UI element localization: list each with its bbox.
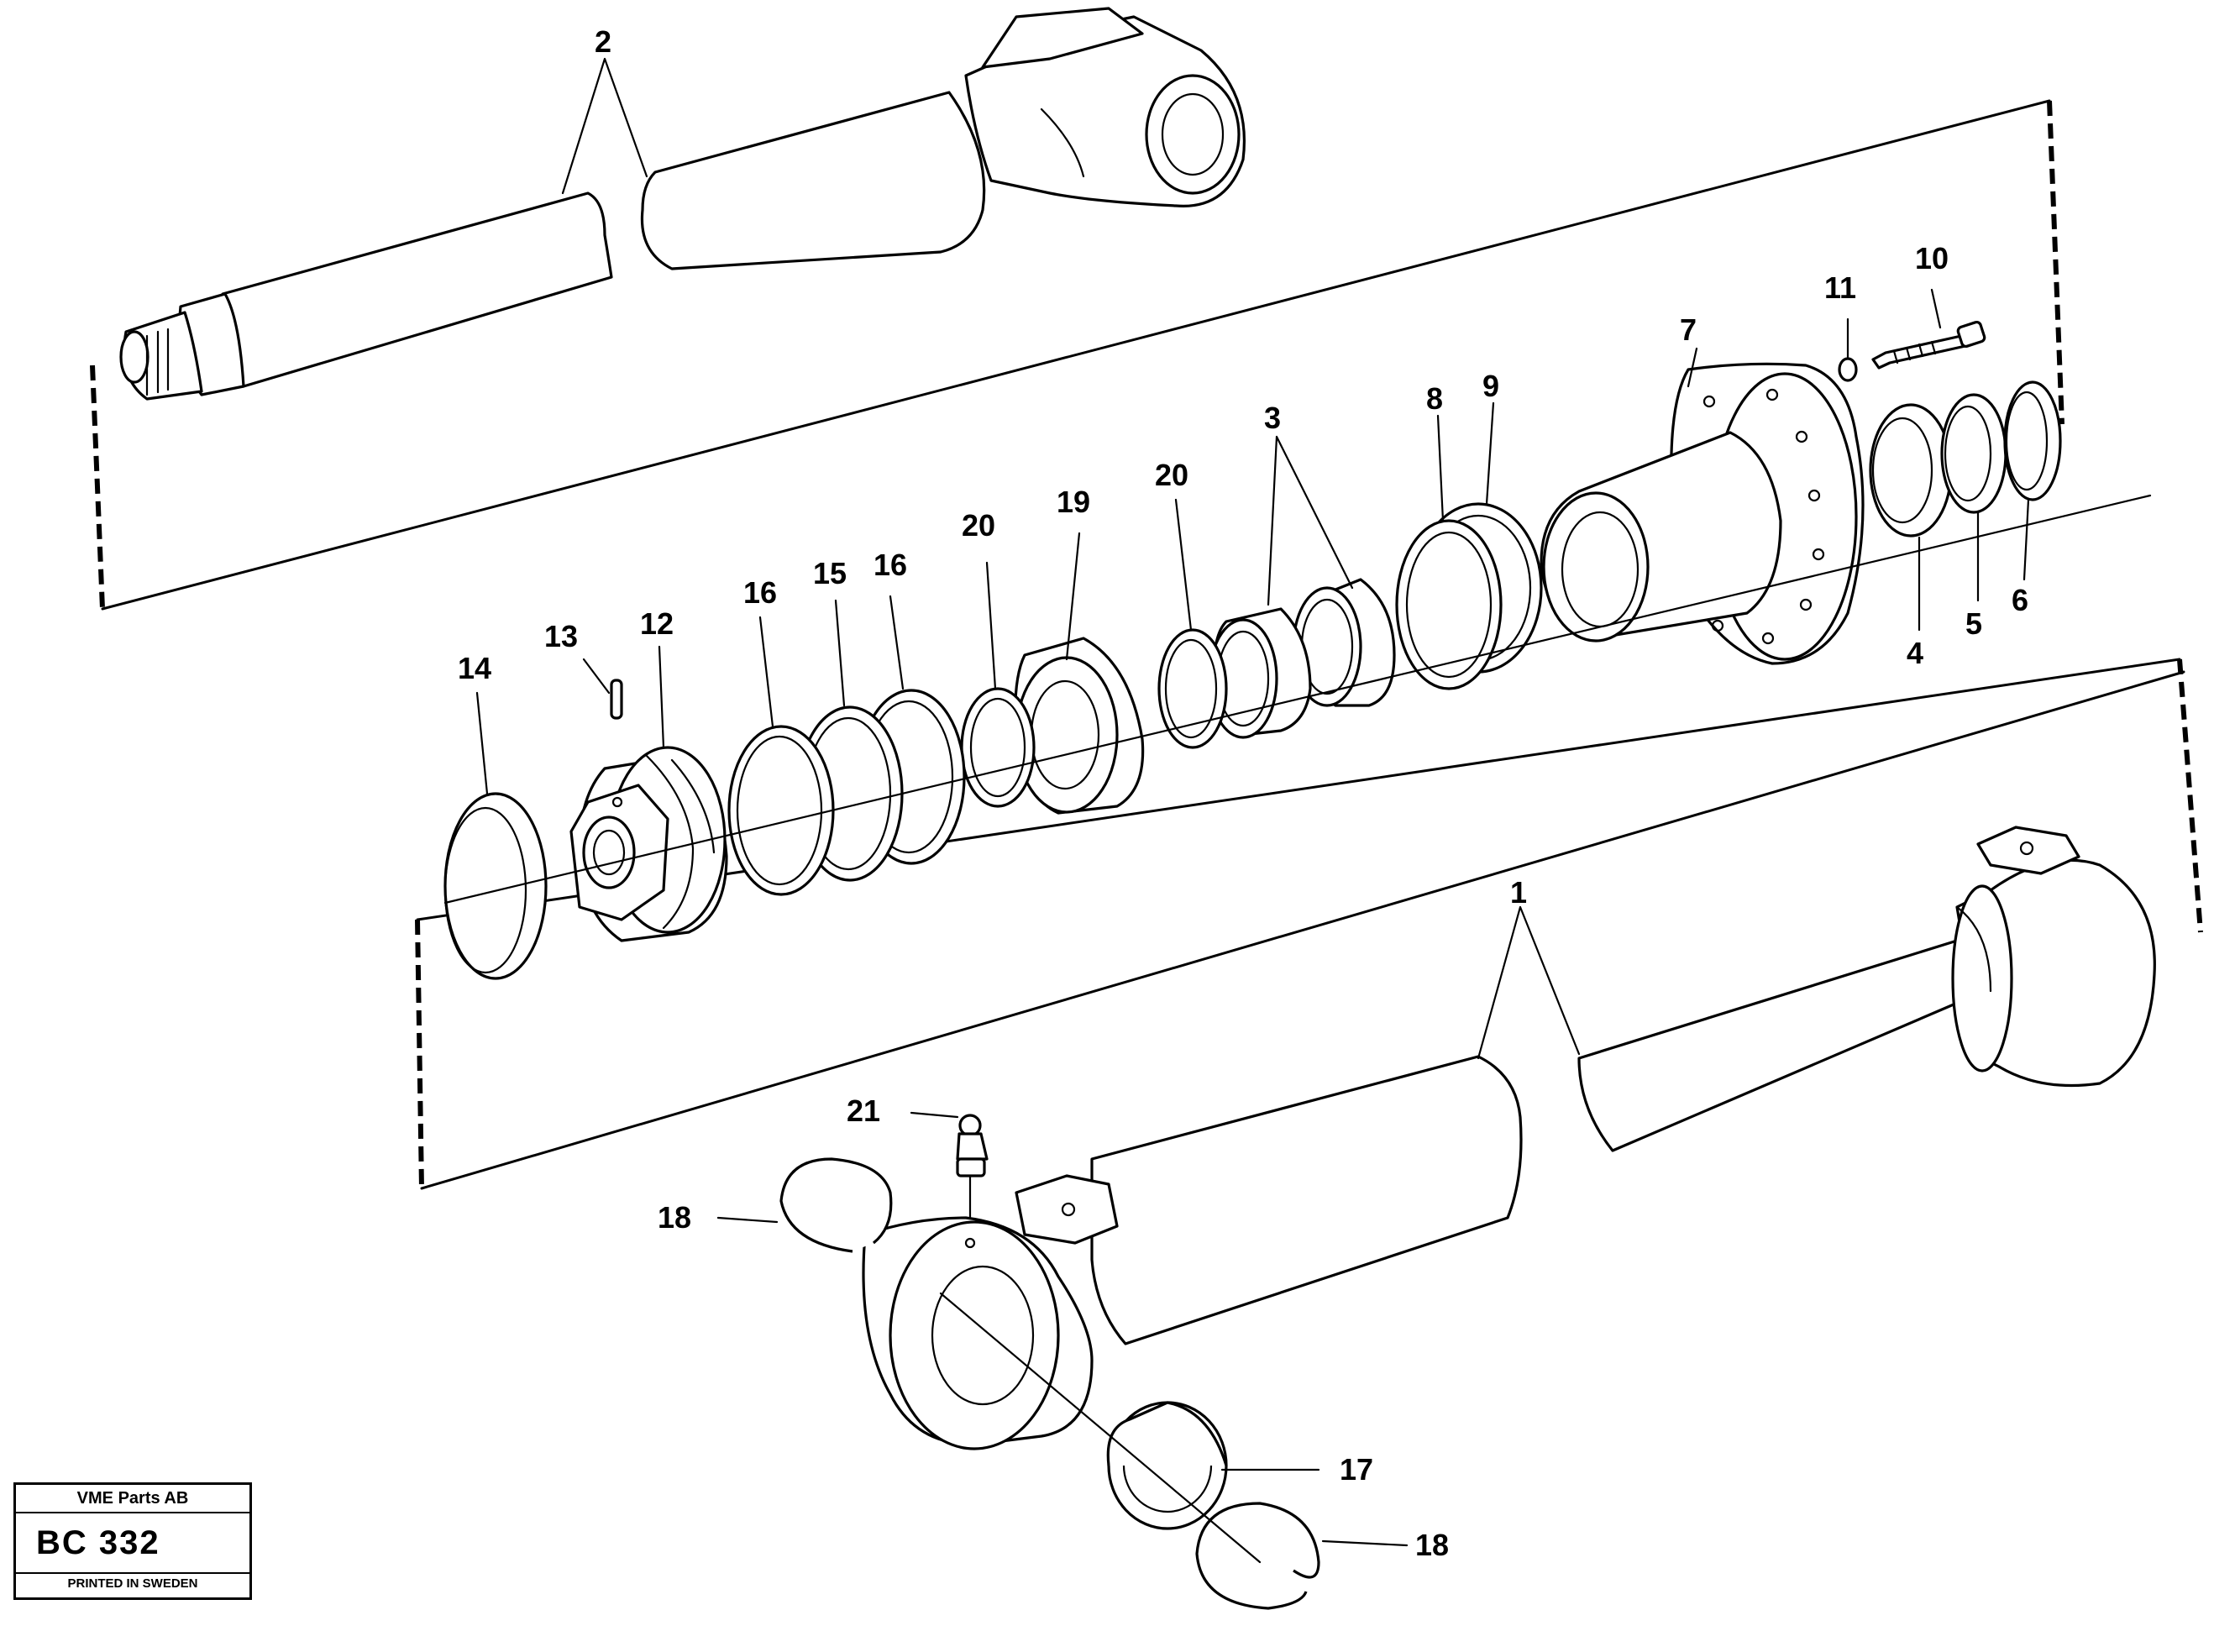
axis-lines — [443, 494, 2152, 1564]
piston-19 — [1014, 637, 1145, 815]
screw-and-washer — [1838, 320, 1986, 382]
callout-18-bottom: 18 — [1415, 1528, 1449, 1562]
seals-16-15-16 — [727, 689, 966, 896]
wear-ring-14 — [443, 792, 548, 980]
circlip-18-top — [779, 1157, 893, 1253]
callout-18-top: 18 — [658, 1200, 691, 1235]
seals-4-5-6 — [1869, 380, 2062, 538]
callouts: 2 10 11 7 8 9 3 20 19 20 16 15 16 12 13 … — [458, 24, 2028, 1562]
callout-4: 4 — [1907, 636, 1923, 670]
callout-6: 6 — [2012, 583, 2028, 617]
callout-20-left: 20 — [962, 508, 995, 543]
callout-3: 3 — [1264, 401, 1281, 435]
callout-5: 5 — [1965, 606, 1982, 641]
callout-16-left: 16 — [743, 575, 777, 610]
o-ring-20-left — [960, 687, 1036, 808]
piston-rod — [119, 7, 1246, 401]
callout-12: 12 — [640, 606, 674, 641]
guide-rings — [1208, 578, 1396, 739]
drawing-code: BC 332 — [16, 1513, 249, 1574]
callout-1: 1 — [1510, 875, 1527, 910]
flange-bolt-holes — [1702, 388, 1825, 645]
upper-frame — [90, 99, 2064, 611]
grease-nipple — [956, 1114, 989, 1219]
o-ring-20-right — [1157, 628, 1228, 749]
callout-13: 13 — [544, 619, 578, 653]
callout-11: 11 — [1824, 270, 1856, 305]
callout-20-right: 20 — [1155, 458, 1188, 492]
callout-9: 9 — [1482, 369, 1499, 403]
callout-17: 17 — [1340, 1452, 1373, 1487]
callout-15: 15 — [813, 556, 847, 590]
printed-note: PRINTED IN SWEDEN — [67, 1576, 198, 1591]
callout-16-right: 16 — [874, 548, 907, 582]
callout-14: 14 — [458, 651, 491, 685]
piston-seals-8-9 — [1395, 502, 1543, 690]
callout-8: 8 — [1426, 381, 1443, 416]
bearing-17 — [1106, 1401, 1228, 1530]
callout-21: 21 — [847, 1093, 880, 1128]
leader-lines — [475, 57, 2030, 1547]
piston-nut — [569, 679, 728, 942]
cylinder-tube — [862, 826, 2156, 1450]
callout-19: 19 — [1057, 485, 1090, 519]
callout-2: 2 — [595, 24, 611, 59]
circlip-18-bottom — [1195, 1502, 1320, 1610]
title-block: VME Parts AB BC 332 PRINTED IN SWEDEN — [13, 1482, 252, 1600]
callout-10: 10 — [1915, 241, 1949, 275]
manufacturer-name: VME Parts AB — [16, 1485, 249, 1513]
callout-7: 7 — [1680, 312, 1697, 347]
cylinder-head — [1540, 362, 1865, 665]
